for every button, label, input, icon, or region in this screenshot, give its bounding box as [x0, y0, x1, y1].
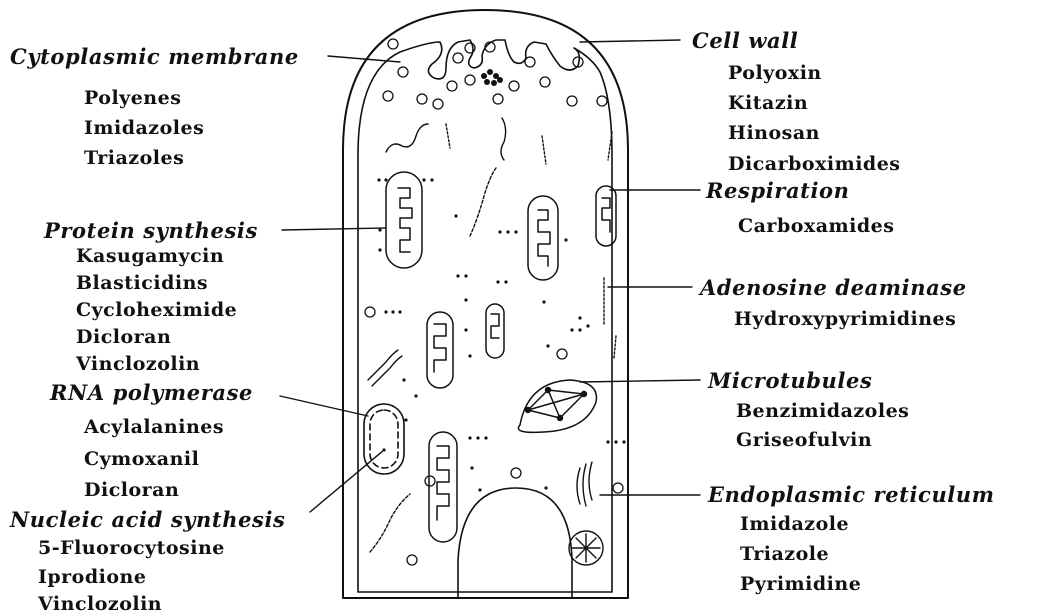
heading-microtubules: Microtubules — [708, 368, 872, 393]
item-hydroxypyrimidines: Hydroxypyrimidines — [734, 308, 956, 330]
item-dicloran-rna: Dicloran — [84, 479, 179, 501]
item-kasugamycin: Kasugamycin — [76, 245, 224, 267]
item-kitazin: Kitazin — [728, 92, 808, 114]
cell-wall-outer — [343, 10, 628, 598]
nucleus-dome — [458, 488, 572, 598]
item-benzimidazoles: Benzimidazoles — [736, 400, 909, 422]
heading-rna-polymerase: RNA polymerase — [50, 380, 253, 405]
item-hinosan: Hinosan — [728, 122, 820, 144]
item-dicarboximides: Dicarboximides — [728, 153, 900, 175]
mitochondria — [386, 172, 616, 542]
item-triazole: Triazole — [740, 543, 829, 565]
item-cycloheximide: Cycloheximide — [76, 299, 237, 321]
item-5-fluorocytosine: 5-Fluorocytosine — [38, 537, 225, 559]
item-vinclozolin-nucleic: Vinclozolin — [38, 593, 162, 615]
item-cymoxanil: Cymoxanil — [84, 448, 199, 470]
ribosome-cluster — [481, 69, 503, 86]
leader-nucleic-acid-synthesis — [310, 450, 384, 512]
item-vinclozolin: Vinclozolin — [76, 353, 200, 375]
item-acylalanines: Acylalanines — [84, 416, 224, 438]
item-iprodione: Iprodione — [38, 566, 146, 588]
item-polyoxin: Polyoxin — [728, 62, 822, 84]
nucleolus-oval — [364, 404, 404, 474]
item-imidazole: Imidazole — [740, 513, 849, 535]
item-triazoles: Triazoles — [84, 147, 184, 169]
vesicles — [365, 39, 623, 565]
heading-cell-wall: Cell wall — [692, 28, 798, 53]
peroxisome-star — [569, 531, 603, 565]
heading-endoplasmic-reticulum: Endoplasmic reticulum — [708, 482, 995, 507]
item-blasticidins: Blasticidins — [76, 272, 208, 294]
leader-protein-synthesis — [282, 228, 386, 230]
item-dicloran: Dicloran — [76, 326, 171, 348]
item-imidazoles: Imidazoles — [84, 117, 204, 139]
leader-microtubules — [580, 380, 700, 382]
item-pyrimidine: Pyrimidine — [740, 573, 861, 595]
item-carboxamides: Carboxamides — [738, 215, 894, 237]
heading-protein-synthesis: Protein synthesis — [44, 218, 258, 243]
item-polyenes: Polyenes — [84, 87, 181, 109]
heading-adenosine-deaminase: Adenosine deaminase — [700, 275, 967, 300]
cytoplasm-dots — [377, 178, 625, 491]
spindle — [518, 380, 596, 432]
heading-respiration: Respiration — [706, 178, 850, 203]
leader-cell-wall — [580, 40, 680, 42]
er-strands — [368, 118, 616, 552]
leader-rna-polymerase — [280, 396, 368, 416]
item-griseofulvin: Griseofulvin — [736, 429, 872, 451]
heading-nucleic-acid-synthesis: Nucleic acid synthesis — [10, 507, 285, 532]
heading-cytoplasmic-membrane: Cytoplasmic membrane — [10, 44, 299, 69]
